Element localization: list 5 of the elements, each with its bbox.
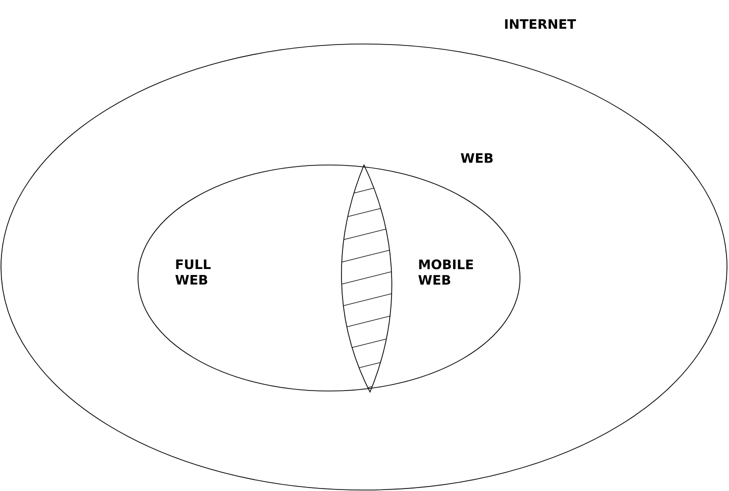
heading: INTERNET xyxy=(505,19,576,29)
heading: WEB xyxy=(460,153,493,163)
region-label: FULL WEB xyxy=(175,260,211,284)
hatched-lens xyxy=(341,164,392,392)
region-label: MOBILE WEB xyxy=(418,259,473,285)
